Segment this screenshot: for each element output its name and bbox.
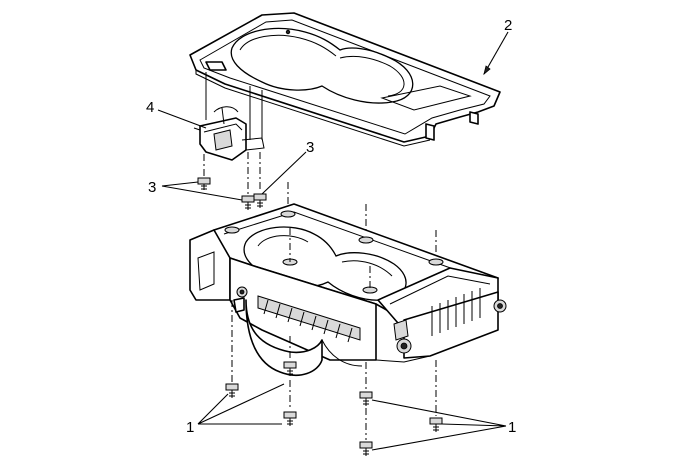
- cover-plate: [189, 12, 501, 147]
- vent-louvres: [257, 295, 361, 343]
- screw-3-c: [253, 152, 267, 208]
- callout-labels: 2 4 3 3 1 1: [146, 17, 516, 436]
- leader-lines: [157, 31, 509, 451]
- screw-1-d: [359, 391, 373, 406]
- callout-4: 4: [146, 99, 154, 116]
- callout-1-left: 1: [186, 419, 194, 436]
- screw-1-b: [283, 361, 297, 376]
- screw-1-a: [225, 383, 239, 398]
- callout-3-left: 3: [148, 179, 156, 196]
- callout-1-right: 1: [508, 419, 516, 436]
- screw-1-f: [359, 441, 373, 456]
- pivot-gears: [236, 286, 507, 354]
- callout-3-top: 3: [306, 139, 314, 156]
- cover-mounting-legs: [205, 72, 263, 140]
- cupholder-base: [189, 203, 507, 376]
- screws-1: [225, 361, 443, 456]
- base-bosses: [224, 210, 444, 294]
- callout-2: 2: [504, 17, 512, 34]
- screw-1-c: [283, 411, 297, 426]
- switch-bracket: [193, 106, 265, 161]
- screw-1-e: [429, 417, 443, 432]
- screws-3: [197, 152, 267, 210]
- alignment-lines-bottom: [231, 300, 437, 440]
- screw-3-a: [197, 154, 211, 190]
- screw-3-b: [241, 152, 255, 210]
- side-ribs: [431, 288, 481, 336]
